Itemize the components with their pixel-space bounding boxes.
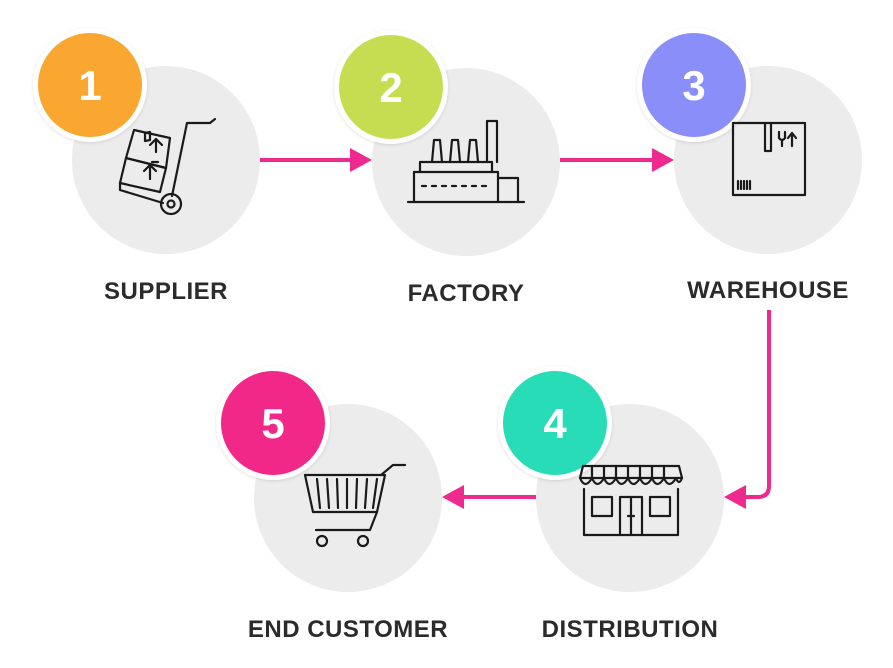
package-box-icon xyxy=(731,121,807,197)
step-number: 5 xyxy=(261,400,284,447)
step-supplier: 1 SUPPLIER xyxy=(33,28,260,305)
step-label: END CUSTOMER xyxy=(248,616,448,643)
step-end-customer: 5 END CUSTOMER xyxy=(216,366,448,643)
step-distribution: 4 DISTRIBUTION xyxy=(498,366,724,643)
step-number: 2 xyxy=(379,64,402,111)
step-warehouse: 3 WAREHOUSE xyxy=(637,28,862,304)
connector-warehouse-to-distribution xyxy=(724,310,771,509)
connector-factory-to-warehouse xyxy=(560,148,674,172)
step-label: DISTRIBUTION xyxy=(542,616,719,643)
step-label: SUPPLIER xyxy=(104,278,228,305)
connector-distribution-to-end-customer xyxy=(442,485,536,509)
shopping-cart-icon xyxy=(303,463,407,548)
step-number: 3 xyxy=(682,62,705,109)
step-number-badge xyxy=(642,33,746,137)
step-number: 4 xyxy=(543,400,567,447)
step-number-badge xyxy=(221,371,325,475)
step-number: 1 xyxy=(78,62,101,109)
step-number-badge xyxy=(38,33,142,137)
step-label: FACTORY xyxy=(408,280,525,307)
step-label: WAREHOUSE xyxy=(687,277,849,304)
store-icon xyxy=(578,464,684,537)
step-number-badge xyxy=(339,35,443,139)
step-factory: 2 FACTORY xyxy=(334,30,560,307)
connector-supplier-to-factory xyxy=(258,148,372,172)
factory-icon xyxy=(406,119,526,204)
hand-truck-icon xyxy=(118,117,217,216)
step-number-badge xyxy=(503,371,607,475)
